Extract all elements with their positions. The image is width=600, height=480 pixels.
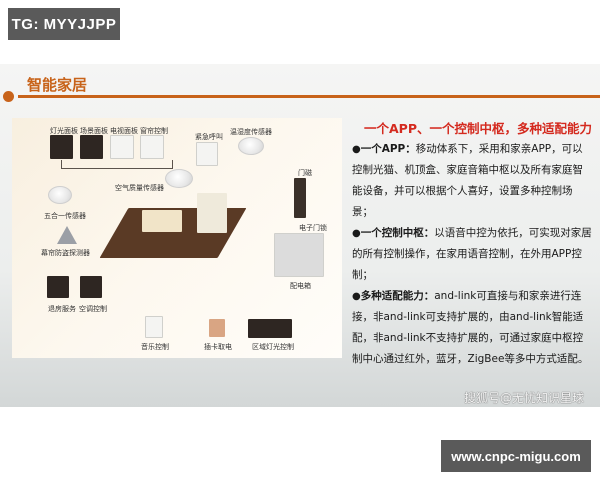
distribution-box-icon bbox=[274, 233, 324, 277]
label-lock: 电子门锁 bbox=[299, 224, 327, 232]
emergency-call-icon bbox=[196, 142, 218, 166]
label-air-sensor: 空气质量传感器 bbox=[115, 184, 164, 192]
card-power-icon bbox=[209, 319, 225, 337]
bottom-tag: www.cnpc-migu.com bbox=[441, 440, 591, 472]
label-curtain-detector: 幕帘防盗探测器 bbox=[41, 249, 90, 257]
label-distribution-box: 配电箱 bbox=[290, 282, 311, 290]
tv-panel-icon bbox=[110, 135, 134, 159]
title-dot-icon bbox=[3, 91, 14, 102]
headline: 一个APP、一个控制中枢，多种适配能力 bbox=[364, 121, 592, 136]
zone-light-icon bbox=[248, 319, 292, 338]
curtain-control-icon bbox=[140, 135, 164, 159]
five-in-one-sensor-icon bbox=[48, 186, 72, 204]
bullet-3: ●多种适配能力：and-link可直接与和家亲进行连接，非and-link可支持… bbox=[352, 290, 589, 365]
temp-sensor-icon bbox=[238, 137, 264, 155]
electronic-lock-icon bbox=[294, 178, 306, 218]
music-control-icon bbox=[145, 316, 163, 338]
scene-panel-icon bbox=[80, 135, 103, 159]
curtain-detector-icon bbox=[57, 226, 77, 244]
light-panel-icon bbox=[50, 135, 73, 159]
smart-home-diagram: 灯光面板 场景面板 电视面板 窗帘控制 紧急呼叫 温湿度传感器 空气质量传感器 … bbox=[12, 118, 342, 358]
label-emergency-call: 紧急呼叫 bbox=[195, 133, 223, 141]
label-light-panel: 灯光面板 bbox=[50, 127, 78, 135]
label-ac-control: 空调控制 bbox=[79, 305, 107, 313]
label-five-in-one: 五合一传感器 bbox=[44, 212, 86, 220]
label-door-sensor: 门磁 bbox=[298, 169, 312, 177]
label-curtain-control: 窗帘控制 bbox=[140, 127, 168, 135]
bed-icon bbox=[142, 210, 182, 232]
label-room-service: 退房服务 bbox=[48, 305, 76, 313]
slide-title: 智能家居 bbox=[27, 76, 88, 94]
title-divider bbox=[18, 95, 600, 98]
air-sensor-icon bbox=[165, 169, 193, 188]
label-scene-panel: 场景面板 bbox=[80, 127, 108, 135]
ac-control-icon bbox=[80, 276, 102, 298]
description: 一个APP、一个控制中枢，多种适配能力 ●一个APP：移动体系下，采用和家亲AP… bbox=[352, 118, 592, 370]
watermark: 搜狐号@无忧知识星球 bbox=[463, 391, 584, 405]
label-tv-panel: 电视面板 bbox=[110, 127, 138, 135]
label-music-control: 音乐控制 bbox=[141, 343, 169, 351]
bullet-2: ●一个控制中枢：以语音中控为依托，可实现对家居的所有控制操作，在家用语音控制，在… bbox=[352, 227, 592, 281]
label-temp-sensor: 温湿度传感器 bbox=[230, 128, 272, 136]
top-tag: TG: MYYJJPP bbox=[8, 8, 120, 40]
bathroom-icon bbox=[197, 193, 227, 233]
bullet-1: ●一个APP：移动体系下，采用和家亲APP，可以控制光猫、机顶盒、家庭音箱中枢以… bbox=[352, 143, 583, 218]
label-card-power: 插卡取电 bbox=[204, 343, 232, 351]
slide: 智能家居 灯光面板 场景面板 电视面板 窗帘控制 紧急呼叫 温湿度传感器 空气质… bbox=[0, 64, 600, 407]
label-zone-light: 区域灯光控制 bbox=[252, 343, 294, 351]
room-service-icon bbox=[47, 276, 69, 298]
